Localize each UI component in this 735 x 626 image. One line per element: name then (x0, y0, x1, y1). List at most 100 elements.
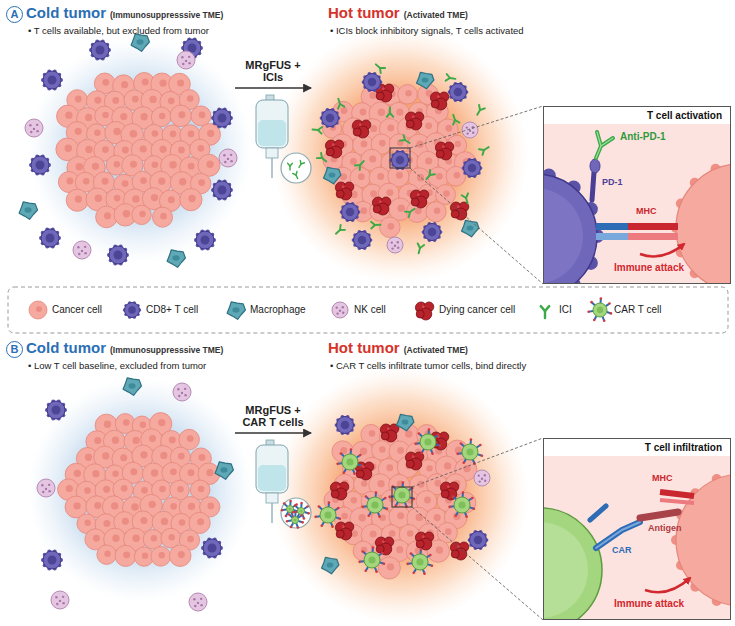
macrophage (131, 34, 149, 52)
receptor-tip (353, 472, 356, 475)
cell-nucleus (218, 186, 227, 195)
cancer-cell (169, 545, 191, 567)
dying-cancer-cell (336, 190, 344, 198)
cell-nucleus (187, 536, 194, 543)
pd1-receptor (592, 172, 594, 200)
receptor-tip (431, 452, 434, 455)
cell-nucleus (396, 156, 405, 165)
cell-nucleus (123, 210, 130, 217)
drip-chamber (266, 148, 278, 158)
zoom-line (410, 168, 543, 284)
tumor-title: Hot tumor (328, 4, 400, 21)
zoom-box (392, 487, 412, 507)
macrophage (123, 378, 141, 396)
cell-nucleus (102, 112, 108, 118)
cell-nucleus (52, 406, 61, 415)
cd8-t-cell (196, 231, 214, 249)
receptor-tip (452, 495, 455, 498)
bullet-text: • CAR T cells infiltrate tumor cells, bi… (330, 360, 526, 371)
legend-text: CAR T cell (614, 304, 661, 316)
cell-nucleus (48, 556, 57, 565)
dying-cancer-cell (451, 210, 459, 218)
molecule-label: PD-1 (602, 178, 623, 188)
cell-nucleus (405, 90, 411, 96)
cell-granule (29, 124, 31, 126)
cancer-cell (153, 207, 173, 227)
macrophage (227, 302, 245, 320)
cell-nucleus (123, 419, 130, 426)
cell-nucleus (379, 140, 386, 147)
cancer-cell (676, 164, 730, 283)
receptor-tip (388, 496, 391, 499)
cancer-cell (380, 217, 401, 238)
cell-nucleus (112, 97, 119, 104)
nk-cell (73, 241, 91, 259)
car-t-cell (394, 487, 410, 503)
cell-nucleus (188, 503, 195, 510)
cell-granule (30, 131, 32, 133)
cell-granule (394, 245, 396, 247)
receptor-tip (283, 502, 286, 505)
cell-nucleus (151, 194, 158, 201)
cell-nucleus (179, 519, 186, 526)
cell-highlight (422, 305, 425, 308)
cell-nucleus (416, 514, 423, 521)
cell-nucleus (299, 509, 302, 512)
antibody-arm (402, 135, 407, 140)
nk-cell (177, 51, 195, 69)
cd8-t-cell (470, 532, 487, 549)
inset-header: T cell infiltration (645, 442, 722, 453)
receptor-tip (590, 301, 593, 304)
tcr-chain (596, 233, 628, 240)
cancer-cell (191, 106, 211, 126)
receptor-tip (402, 481, 405, 484)
receptor-tip (383, 562, 386, 565)
receptor-tip (286, 520, 289, 523)
cell-nucleus (346, 458, 353, 465)
cell-nucleus (474, 536, 483, 545)
antibody-arm (405, 209, 410, 214)
cell-granule (56, 603, 58, 605)
cell-nucleus (178, 551, 185, 558)
cd8-t-cell (91, 41, 109, 59)
tumor-halo (28, 38, 252, 262)
receptor-tip (306, 505, 309, 508)
cell-nucleus (360, 207, 367, 214)
cell-nucleus (369, 155, 376, 162)
molecule-label: CAR (612, 546, 632, 556)
drip-chamber (266, 493, 278, 503)
bullet-text: • T cells available, but excluded from t… (28, 25, 209, 36)
car-t-cell (342, 454, 358, 470)
cell-nucleus (102, 146, 109, 153)
cell-nucleus (140, 177, 147, 184)
cell-nucleus (151, 535, 157, 541)
receptor-tip (367, 515, 370, 518)
inset-art (466, 124, 735, 626)
cell-nucleus (416, 140, 423, 147)
cell-nucleus (84, 519, 90, 525)
macrophage (322, 557, 339, 574)
antibody-arm (446, 74, 450, 78)
antibody-highlight (596, 132, 613, 158)
cell-highlight (342, 525, 345, 528)
ici-antibody (371, 222, 381, 229)
cd8-t-cell (125, 303, 140, 318)
receptor-tip (386, 507, 389, 510)
tumor-region: Cold tumor(Immunosuppresssive TME)• T ce… (26, 4, 234, 266)
cell-granule (36, 130, 38, 132)
cell-nucleus (140, 517, 147, 524)
cell-nucleus (142, 79, 149, 86)
cell-granule (48, 490, 50, 492)
cell-highlight (422, 535, 425, 538)
dying-cancer-cell (326, 148, 334, 156)
receptor-tip (294, 511, 297, 514)
receptor-tip (423, 572, 426, 575)
ici-antibody (288, 163, 293, 170)
cell-nucleus (350, 158, 357, 165)
cell-nucleus (340, 447, 347, 454)
car-t-cell (298, 508, 305, 515)
cell-nucleus (103, 520, 110, 527)
cd8-t-cell (450, 84, 467, 101)
receptor-tip (608, 302, 611, 305)
cell-nucleus (453, 513, 460, 520)
